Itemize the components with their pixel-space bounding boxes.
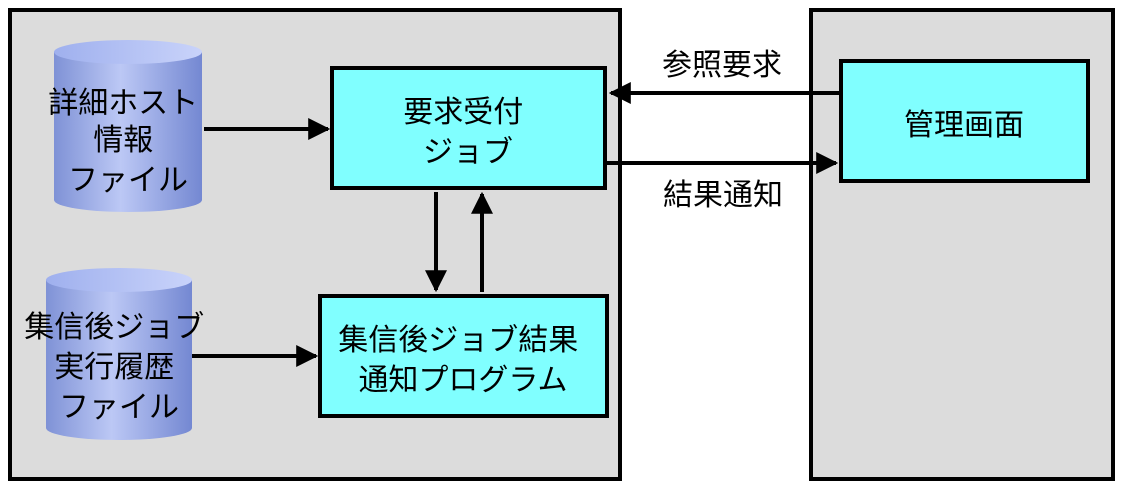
admin-screen-label: 管理画面	[904, 108, 1024, 143]
exec-history-file-label: 集信後ジョブ 実行履歴 ファイル	[24, 310, 214, 425]
request-job-label: 要求受付 ジョブ	[403, 95, 533, 170]
reference-request-label: 参照要求	[662, 48, 782, 83]
notify-program-box	[318, 294, 609, 418]
request-job-box	[330, 66, 607, 190]
exec-history-file-icon: 集信後ジョブ 実行履歴 ファイル	[24, 268, 214, 440]
notify-program-label: 集信後ジョブ結果 通知プログラム	[338, 323, 588, 398]
result-notification-label: 結果通知	[663, 178, 783, 213]
host-info-file-label: 詳細ホスト 情報 ファイル	[48, 86, 208, 198]
admin-screen-box	[839, 59, 1090, 183]
host-info-file-icon: 詳細ホスト 情報 ファイル	[48, 40, 208, 212]
